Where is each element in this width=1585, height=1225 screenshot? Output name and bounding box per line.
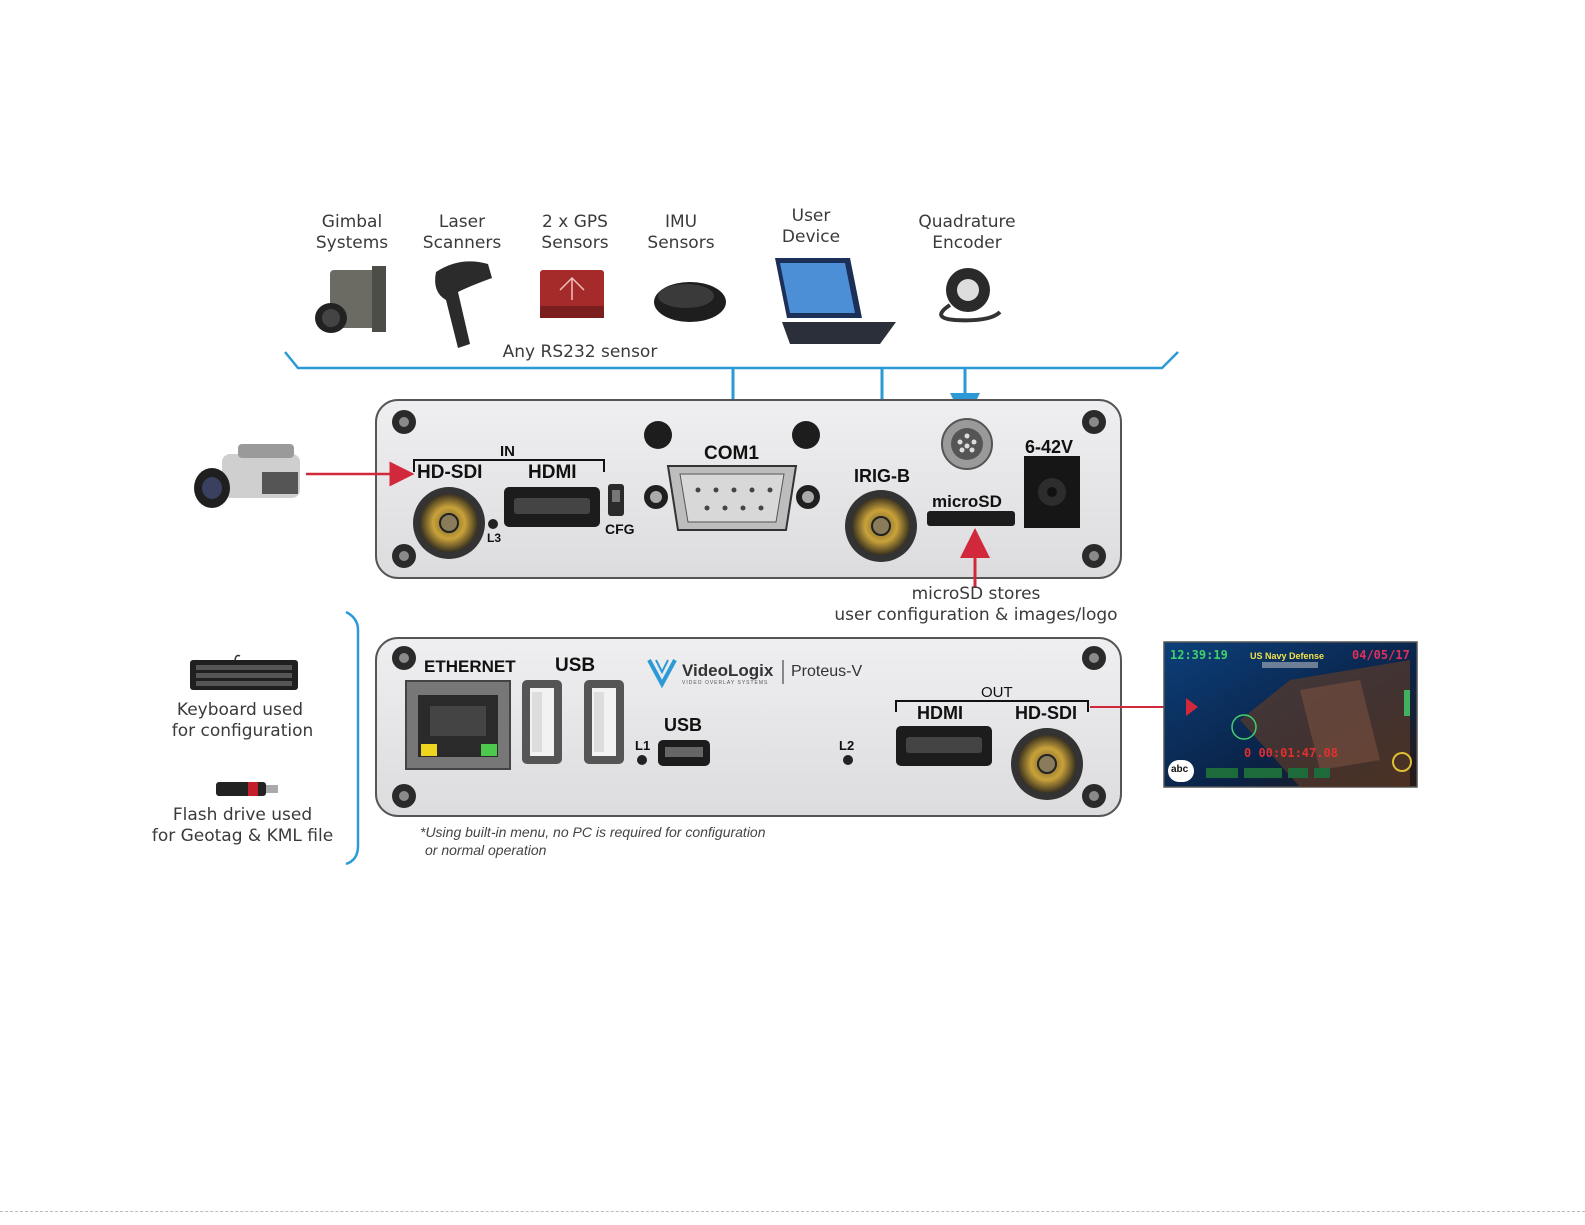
flash-label-line1: Flash drive used [172, 805, 313, 825]
front-l3-label: L3 [487, 531, 502, 545]
back-usb-mini-label: USB [664, 715, 703, 735]
overlay-date: 04/05/17 [1352, 648, 1410, 662]
flash-label-line2: for Geotag & KML file [151, 826, 334, 846]
product-name: Proteus-V [791, 663, 863, 680]
front-power-label: 6-42V [1025, 437, 1074, 457]
overlay-title: US Navy Defense [1250, 651, 1325, 661]
front-in-label: IN [500, 443, 515, 460]
back-l2-label: L2 [839, 738, 855, 753]
footnote-line1: *Using built-in menu, no PC is required … [420, 824, 766, 840]
overlay-logo: abc [1171, 764, 1189, 775]
video-camera-icon [194, 444, 300, 508]
laptop-icon [775, 258, 896, 344]
brand-name: VideoLogix [682, 661, 774, 680]
videologix-logo-icon [647, 659, 677, 689]
page-bottom-rule [0, 1211, 1585, 1212]
front-com1-label: COM1 [704, 443, 759, 464]
back-ethernet-label: ETHERNET [424, 657, 516, 676]
front-microsd-label: microSD [932, 492, 1002, 511]
rs232-label: Any RS232 sensor [502, 342, 658, 362]
flash-drive-icon [216, 782, 278, 796]
microsd-note-line2: user configuration & images/logo [834, 605, 1118, 625]
front-hdsdi-label: HD-SDI [417, 462, 483, 483]
back-hdmi-label: HDMI [917, 703, 963, 723]
footnote-line2: or normal operation [425, 842, 547, 858]
keyboard-label-line1: Keyboard used [176, 700, 304, 720]
overlay-time: 12:39:19 [1170, 648, 1228, 662]
encoder-icon [939, 268, 1002, 323]
front-irigb-label: IRIG-B [854, 466, 910, 486]
gimbal-icon [315, 266, 386, 333]
overlay-timer: 0 00:01:47.08 [1244, 746, 1338, 760]
front-cfg-label: CFG [605, 521, 635, 537]
overlay-preview-screen [1163, 641, 1418, 788]
back-panel [375, 637, 1122, 817]
front-panel [375, 399, 1122, 579]
keyboard-label-line2: for configuration [171, 721, 314, 741]
imu-sensor-icon [654, 282, 726, 322]
gps-sensor-icon [540, 270, 604, 318]
barcode-scanner-icon [435, 261, 492, 348]
back-usb-a-label: USB [555, 655, 596, 676]
back-hdsdi-label: HD-SDI [1015, 703, 1077, 723]
brand-subtitle: VIDEO OVERLAY SYSTEMS [682, 680, 769, 686]
keyboard-icon [190, 654, 298, 690]
front-hdmi-label: HDMI [528, 462, 577, 483]
back-out-label: OUT [981, 684, 1013, 701]
microsd-note-line1: microSD stores [911, 584, 1041, 604]
back-l1-label: L1 [635, 738, 651, 753]
